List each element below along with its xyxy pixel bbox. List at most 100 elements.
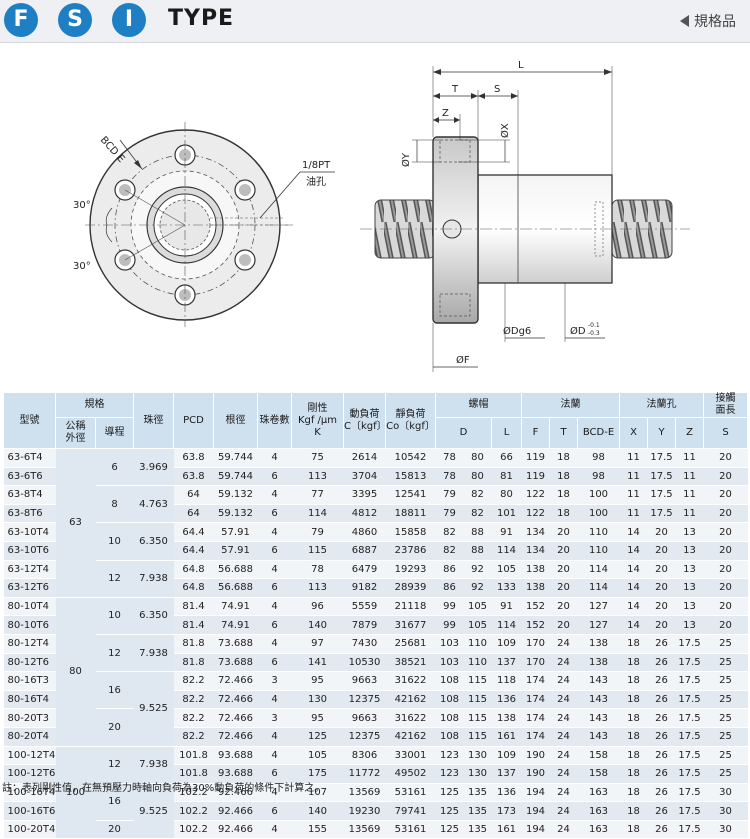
cell-value: 6887: [343, 541, 386, 561]
cell-value: 20: [549, 560, 578, 580]
cell-value: 26: [647, 634, 676, 654]
angle-top-label: 30°: [73, 200, 91, 211]
cell-value: 78: [291, 560, 344, 580]
cell-value: 18: [619, 708, 648, 728]
cell-value: 108: [435, 671, 464, 691]
cell-value: 20: [647, 615, 676, 635]
cell-value: 88: [463, 541, 492, 561]
cell-value: 20: [647, 597, 676, 617]
cell-value: 20: [703, 467, 748, 487]
cell-value: 64: [173, 504, 214, 524]
th-sub-t: T: [549, 417, 578, 449]
cell-value: 20: [703, 522, 748, 542]
cell-value: 8306: [343, 746, 386, 766]
cell-value: 81: [491, 467, 522, 487]
cell-value: 110: [577, 522, 620, 542]
cell-value: 42162: [385, 690, 436, 710]
th-sub-z: Z: [674, 417, 705, 449]
cell-value: 81.8: [173, 634, 214, 654]
cell-value: 4: [257, 634, 292, 654]
cell-value: 11: [619, 504, 648, 524]
cell-value: 137: [491, 653, 522, 673]
cell-model: 63-10T4: [3, 522, 56, 542]
cell-value: 134: [521, 522, 550, 542]
cell-value: 108: [435, 708, 464, 728]
cell-value: 138: [521, 578, 550, 598]
cell-value: 24: [549, 708, 578, 728]
badge-f: F: [4, 3, 38, 37]
cell-value: 64.8: [173, 578, 214, 598]
cell-lead: 20: [95, 820, 134, 839]
cell-value: 155: [291, 820, 344, 839]
cell-value: 82: [435, 522, 464, 542]
dim-x: ØX: [499, 123, 511, 138]
cell-value: 24: [549, 690, 578, 710]
cell-value: 49502: [385, 764, 436, 784]
cell-value: 26: [647, 708, 676, 728]
cell-value: 163: [577, 783, 620, 803]
cell-value: 163: [577, 801, 620, 821]
cell-value: 59.132: [213, 485, 258, 505]
cell-value: 115: [463, 671, 492, 691]
cell-value: 20: [703, 578, 748, 598]
cell-value: 24: [549, 727, 578, 747]
cell-value: 174: [521, 671, 550, 691]
cell-value: 135: [463, 783, 492, 803]
cell-ball: 7.938: [133, 560, 174, 598]
back-to-spec-link[interactable]: 規格品: [680, 11, 736, 31]
cell-value: 11: [675, 504, 704, 524]
cell-value: 18: [549, 504, 578, 524]
cell-value: 138: [577, 653, 620, 673]
cell-value: 194: [521, 783, 550, 803]
cell-value: 105: [491, 560, 522, 580]
cell-value: 20: [703, 541, 748, 561]
cell-value: 158: [577, 746, 620, 766]
cell-value: 93.688: [213, 746, 258, 766]
cell-value: 18: [619, 653, 648, 673]
dim-d: ØD: [570, 325, 586, 337]
cell-value: 82.2: [173, 727, 214, 747]
cell-model: 80-16T4: [3, 690, 56, 710]
cell-value: 135: [463, 801, 492, 821]
dim-d-lower: -0.3: [588, 330, 600, 337]
cell-value: 78: [435, 467, 464, 487]
cell-value: 138: [521, 560, 550, 580]
cell-value: 30: [703, 801, 748, 821]
cell-value: 82: [463, 485, 492, 505]
cell-value: 136: [491, 783, 522, 803]
th-model: 型號: [3, 392, 56, 449]
cell-value: 14: [619, 522, 648, 542]
cell-value: 18811: [385, 504, 436, 524]
cell-value: 82.2: [173, 708, 214, 728]
back-arrow-icon: [680, 15, 689, 27]
cell-value: 75: [291, 448, 344, 468]
cell-value: 42162: [385, 727, 436, 747]
cell-value: 13: [675, 541, 704, 561]
cell-value: 81.4: [173, 597, 214, 617]
cell-value: 79: [435, 504, 464, 524]
cell-value: 82: [463, 504, 492, 524]
cell-lead: 20: [95, 708, 134, 747]
cell-value: 20: [703, 560, 748, 580]
cell-value: 80: [463, 467, 492, 487]
cell-ball: 7.938: [133, 634, 174, 673]
th-root: 根徑: [213, 392, 258, 449]
cell-model: 63-8T6: [3, 504, 56, 524]
cell-value: 9182: [343, 578, 386, 598]
cell-value: 24: [549, 653, 578, 673]
cell-value: 11772: [343, 764, 386, 784]
cell-value: 79741: [385, 801, 436, 821]
cell-value: 17.5: [675, 801, 704, 821]
cell-value: 4: [257, 597, 292, 617]
cell-value: 194: [521, 801, 550, 821]
cell-value: 13569: [343, 783, 386, 803]
cell-value: 123: [435, 764, 464, 784]
cell-value: 97: [291, 634, 344, 654]
cell-value: 17.5: [675, 727, 704, 747]
